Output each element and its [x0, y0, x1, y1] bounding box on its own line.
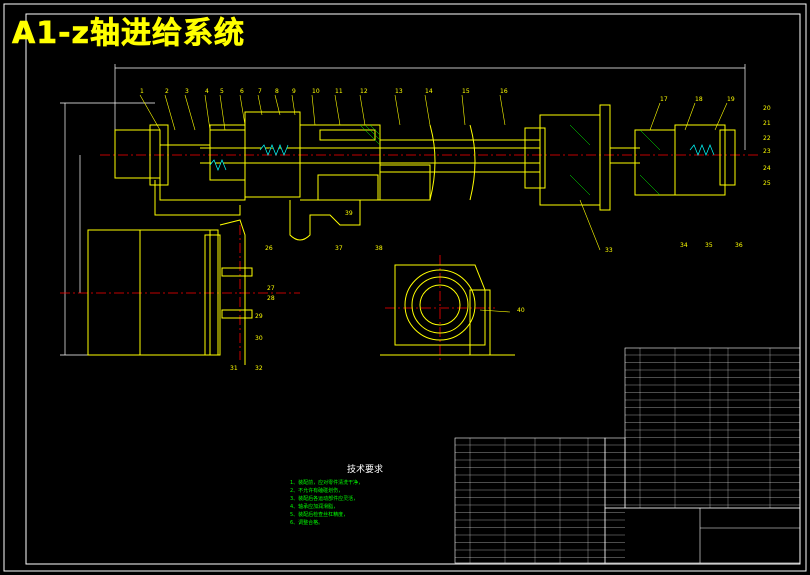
part-balloon-24: 24 — [763, 165, 771, 172]
part-balloon-23: 23 — [763, 148, 771, 155]
part-balloon-32: 32 — [255, 365, 263, 372]
part-balloon-28: 28 — [267, 295, 275, 302]
part-balloon-30: 30 — [255, 335, 263, 342]
part-balloon-21: 21 — [763, 120, 771, 127]
part-balloon-1: 1 — [140, 88, 144, 95]
part-balloon-22: 22 — [763, 135, 771, 142]
part-balloon-3: 3 — [185, 88, 189, 95]
part-balloon-19: 19 — [727, 96, 735, 103]
part-balloon-35: 35 — [705, 242, 713, 249]
part-balloon-36: 36 — [735, 242, 743, 249]
part-balloon-2: 2 — [165, 88, 169, 95]
tech-requirement-item: 4、轴承应加润滑脂， — [290, 504, 339, 510]
part-balloon-10: 10 — [312, 88, 320, 95]
assembly-parts — [87, 104, 736, 365]
part-balloon-4: 4 — [205, 88, 209, 95]
tech-requirement-item: 3、装配后各运动部件应灵活， — [290, 496, 359, 502]
part-balloon-20: 20 — [763, 105, 771, 112]
part-balloon-18: 18 — [695, 96, 703, 103]
part-balloon-8: 8 — [275, 88, 279, 95]
part-balloon-34: 34 — [680, 242, 688, 249]
inner-frame — [25, 13, 801, 565]
part-balloon-11: 11 — [335, 88, 343, 95]
tech-requirement-item: 2、不允许有磕碰划伤， — [290, 488, 344, 494]
tech-requirement-item: 1、装配前，应对零件清洗干净， — [290, 480, 364, 486]
part-balloon-33: 33 — [605, 247, 613, 254]
tech-requirements-list: 1、装配前，应对零件清洗干净， 2、不允许有磕碰划伤， 3、装配后各运动部件应灵活，… — [290, 479, 440, 527]
tech-requirement-item: 6、调整合格。 — [290, 520, 324, 526]
part-balloon-5: 5 — [220, 88, 224, 95]
part-balloon-39: 39 — [345, 210, 353, 217]
outer-frame — [3, 3, 807, 572]
tech-requirements-heading: 技术要求 — [346, 465, 383, 475]
part-balloon-27: 27 — [267, 285, 275, 292]
hatching — [359, 124, 661, 196]
drawing-title: A1-z轴进给系统 — [12, 16, 246, 52]
part-balloon-38: 38 — [375, 245, 383, 252]
part-balloon-37: 37 — [335, 245, 343, 252]
part-balloon-9: 9 — [292, 88, 296, 95]
part-balloon-16: 16 — [500, 88, 508, 95]
part-balloon-13: 13 — [395, 88, 403, 95]
part-balloon-17: 17 — [660, 96, 668, 103]
part-balloon-25: 25 — [763, 180, 771, 187]
part-balloon-40: 40 — [517, 307, 525, 314]
part-balloon-15: 15 — [462, 88, 470, 95]
part-balloon-29: 29 — [255, 313, 263, 320]
part-balloon-12: 12 — [360, 88, 368, 95]
part-balloon-31: 31 — [230, 365, 238, 372]
part-balloon-6: 6 — [240, 88, 244, 95]
leader-lines — [139, 94, 728, 313]
part-balloon-14: 14 — [425, 88, 433, 95]
spring-coils — [209, 144, 715, 171]
tech-requirements: 技术要求 1、装配前，应对零件清洗干净， 2、不允许有磕碰划伤， 3、装配后各运动部… — [290, 462, 440, 527]
tech-requirement-item: 5、装配后检查丝杠精度， — [290, 512, 349, 518]
part-balloon-26: 26 — [265, 245, 273, 252]
part-balloon-7: 7 — [258, 88, 262, 95]
